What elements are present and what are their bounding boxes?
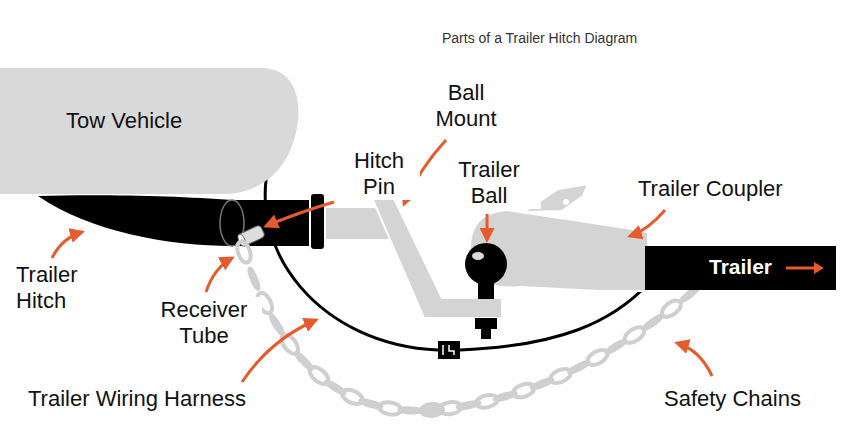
- part-label: Safety Chains: [662, 386, 836, 412]
- trailer-bar: Trailer: [645, 246, 836, 290]
- safety-chains: [235, 240, 700, 417]
- part-label: Trailer Wiring Harness: [26, 386, 290, 412]
- direction-arrow: [786, 261, 826, 275]
- node-label: Tow Vehicle: [66, 108, 182, 134]
- receiver-flange: [310, 193, 325, 250]
- trailer-ball: [465, 243, 507, 285]
- diagram-title: Parts of a Trailer Hitch Diagram: [442, 30, 637, 46]
- part-label: Trailer Coupler: [636, 176, 840, 202]
- hitch-pin: [236, 225, 265, 248]
- wire-connector: [438, 341, 460, 359]
- part-label: Trailer Ball: [437, 157, 541, 209]
- tow-vehicle: Tow Vehicle: [0, 68, 305, 194]
- node-label: Trailer: [709, 255, 772, 279]
- ball-nut: [475, 318, 497, 329]
- part-label: Trailer Hitch: [14, 262, 114, 314]
- part-label: Ball Mount: [418, 80, 514, 132]
- part-label: Hitch Pin: [338, 148, 420, 200]
- part-label: Receiver Tube: [146, 297, 262, 349]
